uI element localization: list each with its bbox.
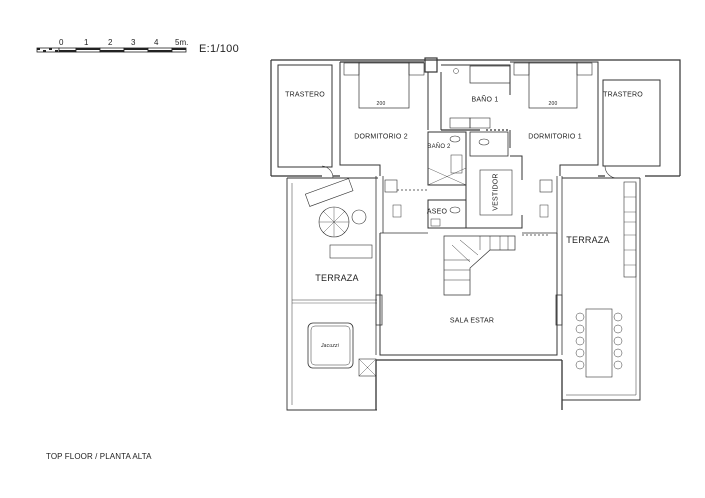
jacuzzi-label: Jacuzzi [320, 343, 340, 349]
room-aseo: ASEO [426, 208, 448, 216]
room-trastero-left: TRASTERO [285, 91, 325, 99]
bed-1-size: 200 [548, 101, 558, 107]
bed-2-size: 200 [376, 101, 386, 107]
room-bano-2: BAÑO 2 [427, 144, 451, 150]
scale-tick-0: 0 [59, 38, 64, 47]
plan-caption: TOP FLOOR / PLANTA ALTA [46, 452, 152, 461]
room-terraza-right: TERRAZA [566, 235, 610, 245]
room-trastero-right: TRASTERO [603, 91, 643, 99]
room-terraza-left: TERRAZA [315, 273, 359, 283]
scale-tick-2: 2 [108, 38, 113, 47]
scale-tick-1: 1 [84, 38, 89, 47]
room-dormitorio-2: DORMITORIO 2 [354, 133, 408, 141]
room-dormitorio-1: DORMITORIO 1 [528, 133, 582, 141]
room-bano-1: BAÑO 1 [471, 96, 499, 104]
scale-tick-3: 3 [131, 38, 136, 47]
scale-tick-4: 4 [154, 38, 159, 47]
room-sala-estar: SALA ESTAR [449, 317, 495, 325]
room-vestidor: VESTIDOR [492, 173, 500, 211]
scale-tick-5: 5m. [175, 38, 189, 47]
scale-ratio: E:1/100 [199, 43, 240, 55]
